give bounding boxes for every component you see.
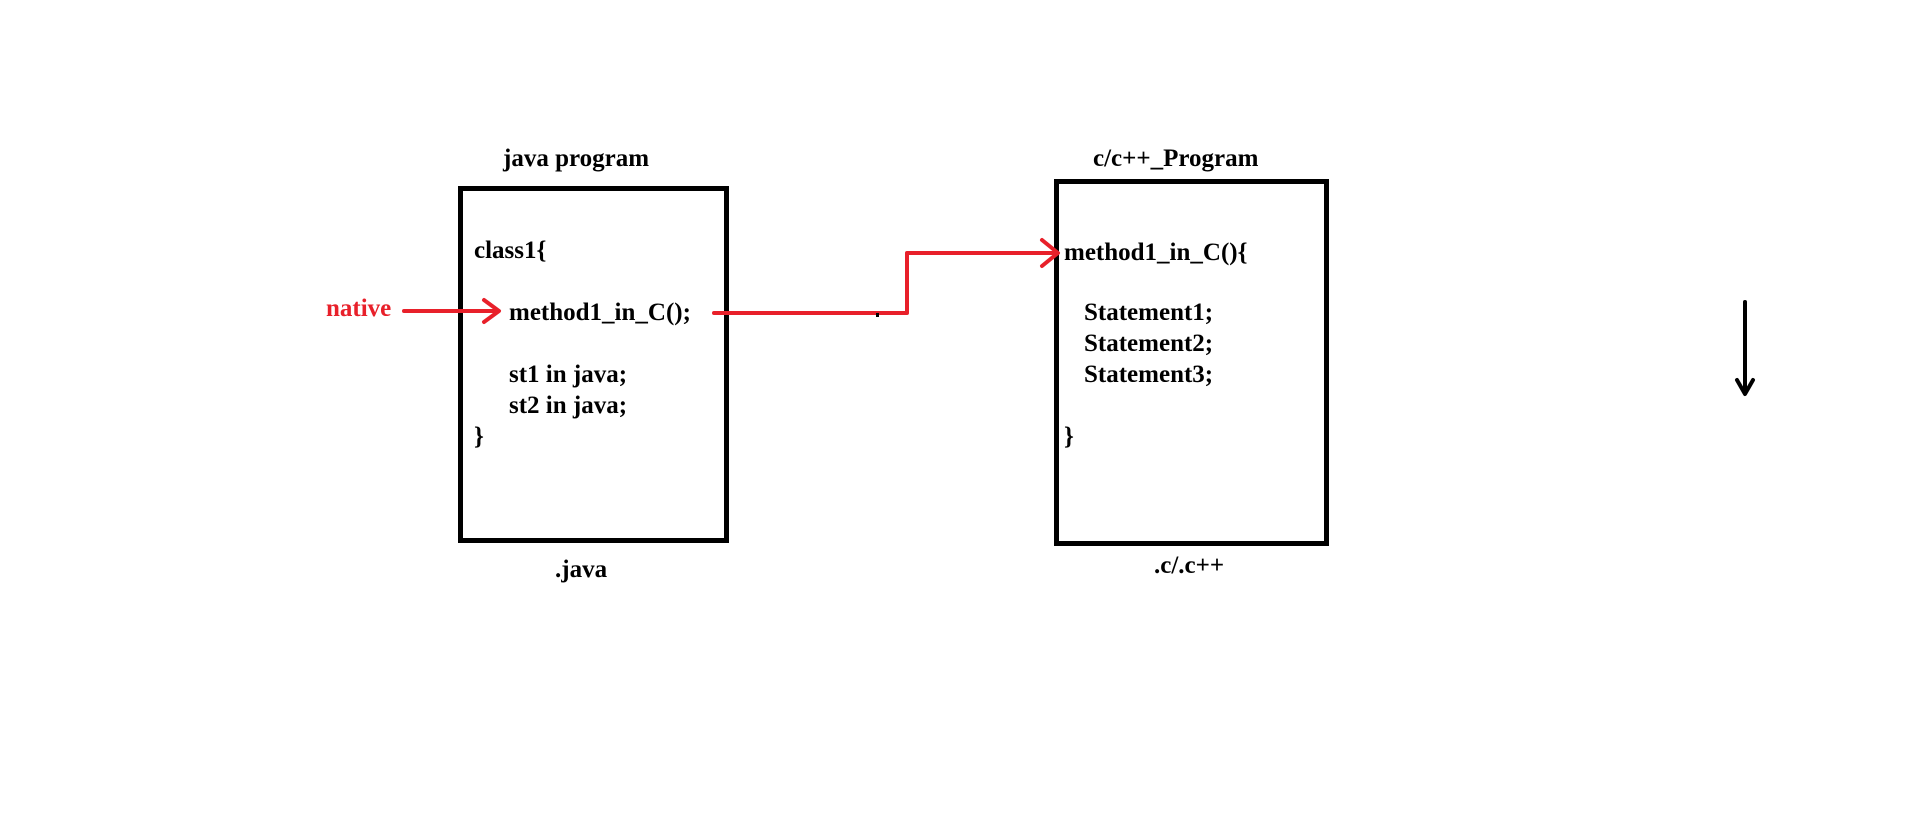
- java-line-st1: st1 in java;: [509, 361, 628, 388]
- call-connector-line: [712, 251, 1058, 315]
- call-arrowhead-icon: [1040, 238, 1060, 268]
- java-line-class: class1{: [474, 237, 547, 264]
- c-file-extension: .c/.c++: [1154, 552, 1225, 579]
- c-program-box: [1054, 179, 1329, 546]
- java-line-st2: st2 in java;: [509, 392, 628, 419]
- java-file-extension: .java: [555, 556, 608, 583]
- c-line-statement3: Statement3;: [1084, 361, 1214, 388]
- java-line-close-brace: }: [474, 423, 484, 450]
- connector-tick-mark: [876, 313, 879, 317]
- down-arrowhead-icon: [1735, 378, 1755, 396]
- native-arrowhead-icon: [482, 298, 501, 324]
- java-line-native-method: method1_in_C();: [509, 299, 691, 326]
- c-line-statement2: Statement2;: [1084, 330, 1214, 357]
- java-program-box: [458, 186, 729, 543]
- c-line-statement1: Statement1;: [1084, 299, 1214, 326]
- java-program-title: java program: [503, 145, 650, 172]
- c-program-title: c/c++_Program: [1093, 145, 1259, 172]
- c-line-close-brace: }: [1064, 423, 1074, 450]
- c-line-method-signature: method1_in_C(){: [1064, 239, 1248, 266]
- native-keyword-label: native: [326, 295, 392, 322]
